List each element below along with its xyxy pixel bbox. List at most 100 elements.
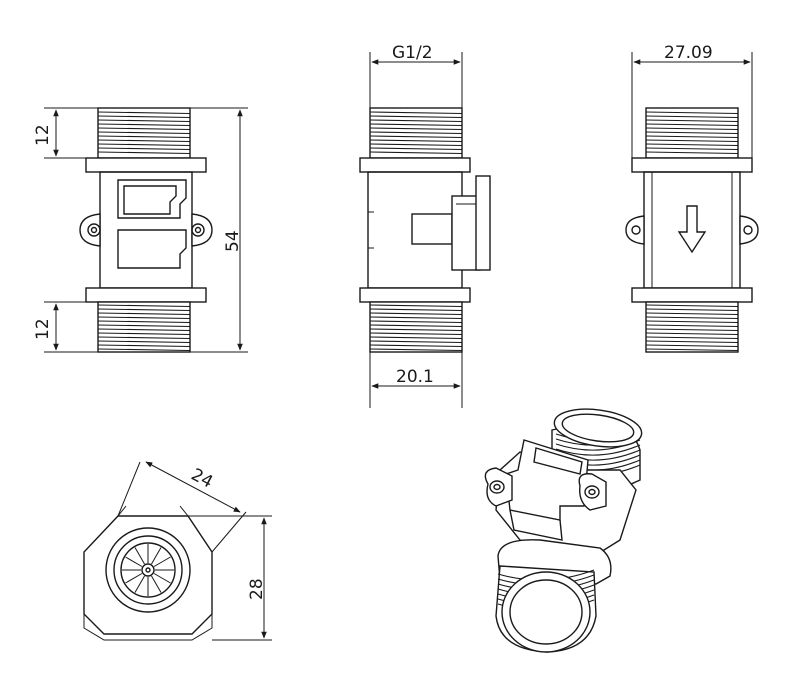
thread-line [645,119,739,123]
front-view: 12 54 12 [33,107,248,353]
thread-line [645,316,739,320]
front-bottom-flange [85,287,207,303]
front-right-ear [191,213,213,247]
thread-line [369,111,463,115]
thread-line [369,143,463,147]
thread-line [97,135,191,139]
thread-line [369,139,463,143]
thread-line [645,151,739,155]
thread-line [645,304,739,308]
thread-line [97,111,191,115]
thread-line [369,332,463,336]
thread-line [97,131,191,135]
thread-line [97,308,191,312]
turbine-blade [151,575,162,593]
turbine-blade [151,547,162,565]
thread-line [369,151,463,155]
thread-line [97,316,191,320]
thread-line [369,316,463,320]
thread-line [97,139,191,143]
turbine-blade [125,573,143,584]
thread-line [97,147,191,151]
thread-line [645,135,739,139]
thread-line [97,143,191,147]
thread-line [97,312,191,316]
thread-line [369,304,463,308]
side-view: G1/2 20.1 [359,43,491,408]
end-view: 24 28 [83,461,272,641]
thread-line [645,340,739,344]
dim-end-hex-across-flats: 24 [188,465,216,493]
thread-line [369,135,463,139]
front-sensor-housing [117,179,187,219]
thread-line [97,320,191,324]
thread-line [369,115,463,119]
thread-line [645,139,739,143]
thread-line [97,123,191,127]
thread-line [645,312,739,316]
thread-line [645,111,739,115]
dim-front-total-height: 54 [223,230,243,252]
back-right-ear [739,215,759,245]
back-top-flange [631,157,753,173]
isometric-view [484,408,643,653]
thread-line [369,147,463,151]
turbine-blade [134,547,145,565]
turbine-blade [153,556,171,567]
thread-line [369,123,463,127]
thread-line [97,115,191,119]
thread-line [97,304,191,308]
thread-line [645,123,739,127]
thread-line [645,143,739,147]
back-view: 27.09 [625,43,759,353]
front-top-flange [85,157,207,173]
thread-line [97,344,191,348]
thread-line [645,320,739,324]
thread-line [645,328,739,332]
arrow-down-icon [677,205,707,254]
thread-line [645,147,739,151]
side-top-flange [359,157,471,173]
thread-line [369,336,463,340]
dim-back-flange-width: 27.09 [664,43,713,63]
thread-line [369,308,463,312]
thread-line [645,115,739,119]
thread-line [369,320,463,324]
thread-line [97,332,191,336]
thread-line [645,336,739,340]
thread-line [97,340,191,344]
dim-end-height: 28 [247,578,267,600]
thread-line [369,340,463,344]
thread-line [645,344,739,348]
thread-arc [555,444,641,456]
thread-line [97,151,191,155]
turbine-blade [125,556,143,567]
thread-line [369,131,463,135]
thread-line [369,344,463,348]
dim-front-bottom-thread: 12 [33,318,53,340]
thread-line [645,348,739,352]
iso-left-ear [484,467,513,507]
back-bottom-flange [631,287,753,303]
turbine-blade [153,573,171,584]
side-connector [411,175,491,271]
side-bottom-flange [359,287,471,303]
thread-line [369,127,463,131]
thread-line [97,336,191,340]
thread-line [645,131,739,135]
end-turbine-icon [122,544,174,596]
thread-line [369,312,463,316]
front-left-ear [79,213,101,247]
thread-line [645,332,739,336]
thread-line [97,324,191,328]
iso-right-ear [578,473,607,511]
thread-line [97,328,191,332]
thread-line [369,324,463,328]
dim-side-body-width: 20.1 [396,367,434,387]
thread-line [645,324,739,328]
turbine-blade [134,575,145,593]
thread-line [369,328,463,332]
thread-line [645,308,739,312]
dim-side-thread-spec: G1/2 [392,43,433,63]
